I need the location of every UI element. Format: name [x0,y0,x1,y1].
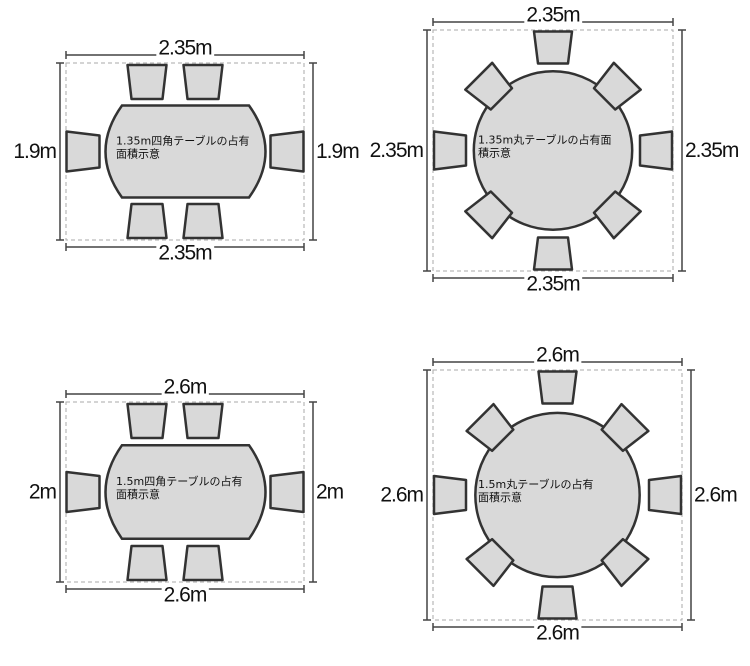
chair [182,402,224,440]
top-dimension-label: 2.6m [536,344,579,367]
right-dimension-label-bg [314,143,362,161]
left-dimension-label: 1.9m [13,140,56,163]
table-caption: 1.5m四角テーブルの占有 [116,474,243,488]
chair [126,544,168,582]
bottom-dimension-label: 2.6m [536,622,579,645]
left-dimension-label-bg [378,486,426,504]
table-caption: 積示意 [478,146,511,160]
rectangular-table [104,104,267,199]
footprint-outline [65,62,305,241]
chair [182,63,224,101]
bottom-dimension-label-bg [524,275,583,293]
bottom-dimension-label-bg [161,586,209,604]
chair [432,130,468,171]
right-dimension-label-bg [683,142,741,160]
chair [465,402,515,453]
chair [537,370,578,405]
chair [532,30,574,65]
bottom-dimension-label-bg [534,624,582,642]
right-dimension-label: 2.6m [694,484,737,507]
table-caption: 1.35m四角テーブルの占有 [116,134,250,148]
top-dimension-label: 2.35m [158,37,212,60]
table-caption: 面積示意 [116,487,160,501]
chair [600,537,650,588]
chair [269,130,305,173]
chair [126,202,168,240]
round-table [472,70,634,231]
left-dimension-label-bg [11,143,59,161]
chair [464,190,514,240]
right-dimension-label-bg [314,483,346,501]
bottom-dimension-label: 2.6m [164,584,207,607]
rectangular-table [104,443,267,541]
chair [126,63,168,101]
round-table [474,411,641,579]
right-dimension-label: 2.35m [685,139,739,162]
top-dimension-label-bg [156,39,215,57]
right-dimension-label: 1.9m [316,140,359,163]
top-dimension-label: 2.6m [164,376,207,399]
table-caption: 1.35m丸テーブルの占有面 [478,133,612,147]
left-dimension-label: 2.35m [370,139,424,162]
top-dimension-label-bg [524,6,583,24]
chair [465,537,515,588]
table-caption: 1.5m丸テーブルの占有 [478,477,594,491]
top-dimension-label-bg [534,346,582,364]
right-dimension-label-bg [692,486,740,504]
table-caption: 面積示意 [478,490,522,504]
chair [600,402,650,453]
chair [432,474,468,516]
right-dimension-label: 2m [316,481,344,504]
chair [65,470,101,514]
chair [638,130,674,171]
top-dimension-label: 2.35m [526,4,580,27]
left-dimension-label-bg [367,142,426,160]
chair [537,585,578,620]
bottom-dimension-label: 2.35m [526,273,580,296]
chair [592,61,642,111]
chair [126,402,168,440]
chair [592,190,642,240]
left-dimension-label: 2m [29,481,57,504]
chair [182,544,224,582]
chair [269,470,305,514]
bottom-dimension-label: 2.35m [158,242,212,265]
chair [532,236,574,271]
chair [182,202,224,240]
left-dimension-label: 2.6m [380,484,423,507]
left-dimension-label-bg [26,483,59,501]
chair [464,61,514,111]
bottom-dimension-label-bg [156,244,215,262]
table-caption: 面積示意 [116,147,160,161]
chair [647,474,683,516]
chair [65,130,101,173]
top-dimension-label-bg [161,378,209,396]
